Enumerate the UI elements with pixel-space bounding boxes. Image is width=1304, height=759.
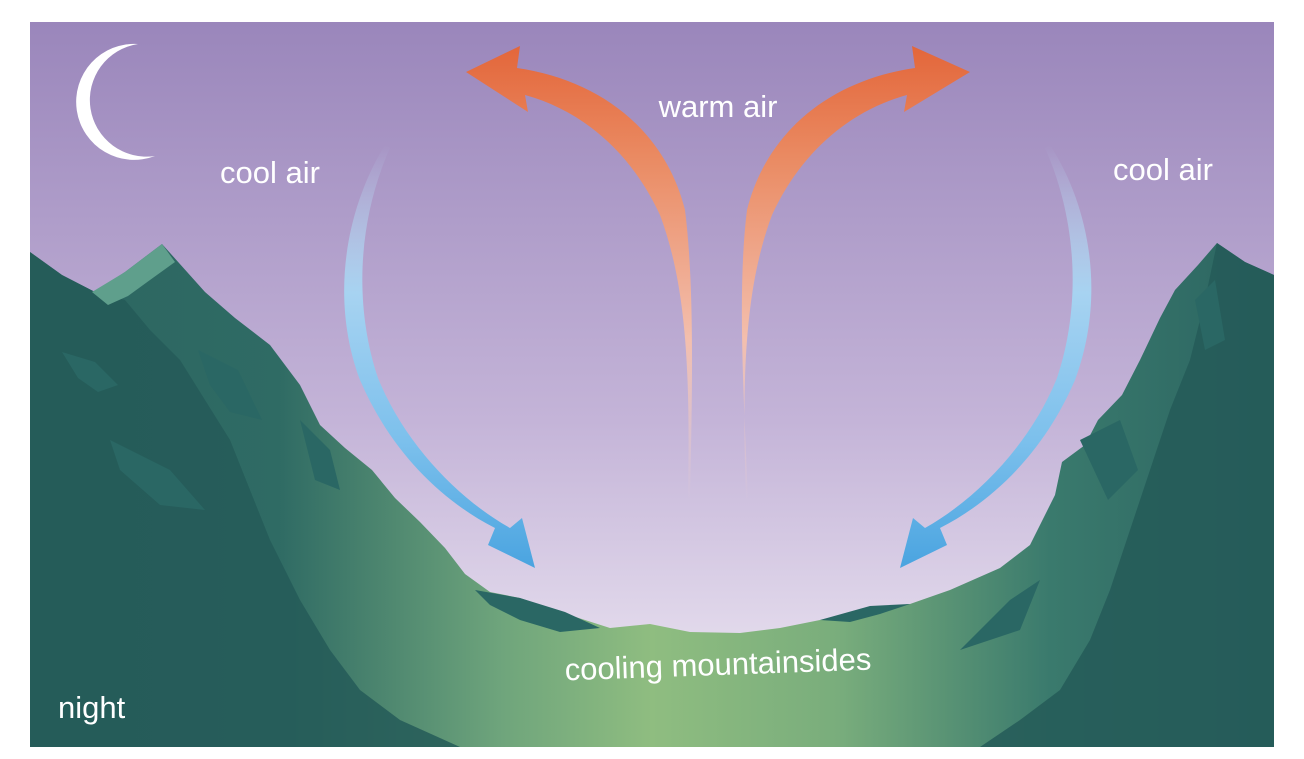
mountain-shadow-left	[30, 252, 460, 747]
cool-air-label-right: cool air	[1113, 152, 1213, 187]
rock-face-right-3	[960, 580, 1040, 650]
rock-face-left-3	[110, 440, 205, 510]
rock-face-right-2	[1195, 280, 1225, 350]
valley-floor-ridge-right	[820, 604, 910, 622]
rock-face-right-1	[1080, 420, 1138, 500]
mountain-range	[30, 243, 1274, 747]
cool-air-arrow-left	[344, 145, 535, 568]
mountain-shadow-right	[980, 243, 1274, 747]
crescent-moon-icon	[76, 43, 155, 160]
warm-air-arrow-left	[466, 46, 693, 500]
warm-air-arrows	[466, 46, 970, 500]
cool-air-arrows	[344, 145, 1092, 568]
valley-mountains	[30, 243, 1274, 747]
rock-face-left-4	[300, 420, 340, 490]
peak-highlight-left	[92, 244, 175, 305]
rock-face-left-2	[198, 350, 262, 420]
night-label: night	[58, 690, 126, 725]
valley-floor-ridge	[475, 590, 600, 632]
cool-air-label-left: cool air	[220, 155, 320, 190]
cool-air-arrow-right	[900, 145, 1092, 568]
warm-air-arrow-right	[741, 46, 970, 500]
warm-air-label: warm air	[658, 89, 778, 124]
rock-face-left-1	[62, 352, 118, 392]
